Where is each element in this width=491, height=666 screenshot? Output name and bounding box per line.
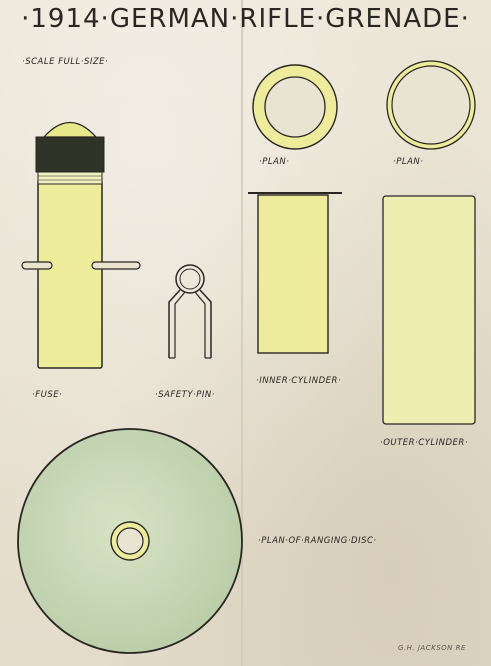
inner-cylinder-label: ·INNER·CYLINDER· <box>256 376 342 386</box>
ranging-disc-drawing <box>17 428 243 654</box>
paper-fold <box>241 0 243 666</box>
plan-left-label: ·PLAN· <box>259 157 290 167</box>
fuse-drawing <box>21 122 141 369</box>
fuse-thread <box>37 171 103 185</box>
safety-pin-label: ·SAFETY·PIN· <box>155 390 215 400</box>
fuse-wing-left <box>21 261 53 270</box>
outer-cylinder-label: ·OUTER·CYLINDER· <box>380 438 469 448</box>
plan-left-ring <box>252 64 338 150</box>
fuse-dome <box>42 122 98 138</box>
plan-right-label: ·PLAN· <box>393 157 424 167</box>
outer-cylinder-drawing <box>382 195 476 425</box>
ranging-disc-label: ·PLAN·OF·RANGING·DISC· <box>258 536 377 546</box>
scale-label: ·SCALE FULL·SIZE· <box>22 57 109 67</box>
fuse-cap <box>35 136 105 173</box>
page-title: ·1914·GERMAN·RIFLE·GRENADE· <box>21 4 470 34</box>
safety-pin-drawing <box>168 264 212 359</box>
plan-right-ring <box>386 60 476 150</box>
fuse-label: ·FUSE· <box>32 390 63 400</box>
fuse-wing-right <box>91 261 141 270</box>
signature: G.H. JACKSON RE <box>398 644 466 652</box>
fuse-body <box>37 179 103 369</box>
inner-cylinder-drawing <box>248 192 342 354</box>
